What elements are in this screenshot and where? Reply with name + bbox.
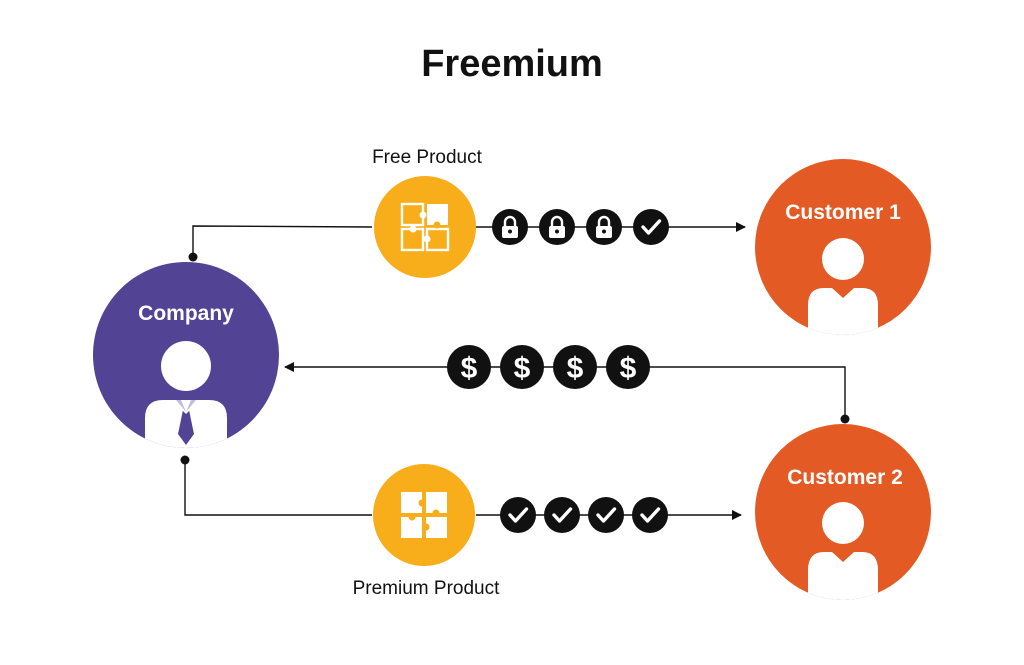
lock-icon bbox=[586, 209, 622, 245]
free-product-circle bbox=[374, 176, 476, 278]
free-product-label: Free Product bbox=[372, 147, 483, 168]
dollar-symbol: $ bbox=[567, 352, 584, 385]
free-flow-tokens bbox=[492, 209, 669, 245]
payment-tokens: $ $ $ $ bbox=[447, 345, 650, 389]
customer2-label: Customer 2 bbox=[787, 466, 903, 489]
company-bottom-dot bbox=[180, 455, 190, 465]
dollar-token: $ bbox=[606, 345, 650, 389]
dollar-token: $ bbox=[553, 345, 597, 389]
diagram-title: Freemium bbox=[421, 43, 603, 85]
company-node: Company bbox=[93, 262, 279, 448]
businessman-icon bbox=[145, 341, 227, 448]
dollar-token: $ bbox=[500, 345, 544, 389]
premium-product-circle bbox=[373, 464, 475, 566]
check-icon bbox=[633, 209, 669, 245]
customer1-node: Customer 1 bbox=[755, 159, 931, 335]
lock-icon bbox=[539, 209, 575, 245]
premium-flow-tokens bbox=[500, 497, 668, 533]
person-icon bbox=[808, 238, 878, 335]
person-icon bbox=[808, 502, 878, 600]
premium-product: Premium Product bbox=[353, 464, 500, 599]
free-product: Free Product bbox=[372, 147, 483, 278]
premium-product-label: Premium Product bbox=[353, 578, 500, 599]
dollar-symbol: $ bbox=[461, 352, 478, 385]
check-icon bbox=[588, 497, 624, 533]
company-to-free-line bbox=[192, 225, 373, 257]
lock-icon bbox=[492, 209, 528, 245]
check-icon bbox=[500, 497, 536, 533]
company-top-dot bbox=[188, 252, 198, 262]
customer2-node: Customer 2 bbox=[755, 424, 931, 600]
customer2-top-dot bbox=[840, 414, 850, 424]
company-to-premium-line bbox=[184, 460, 372, 516]
company-label: Company bbox=[138, 302, 234, 325]
dollar-symbol: $ bbox=[514, 352, 531, 385]
check-icon bbox=[544, 497, 580, 533]
dollar-symbol: $ bbox=[620, 352, 637, 385]
customer1-label: Customer 1 bbox=[785, 201, 901, 224]
check-icon bbox=[632, 497, 668, 533]
dollar-token: $ bbox=[447, 345, 491, 389]
